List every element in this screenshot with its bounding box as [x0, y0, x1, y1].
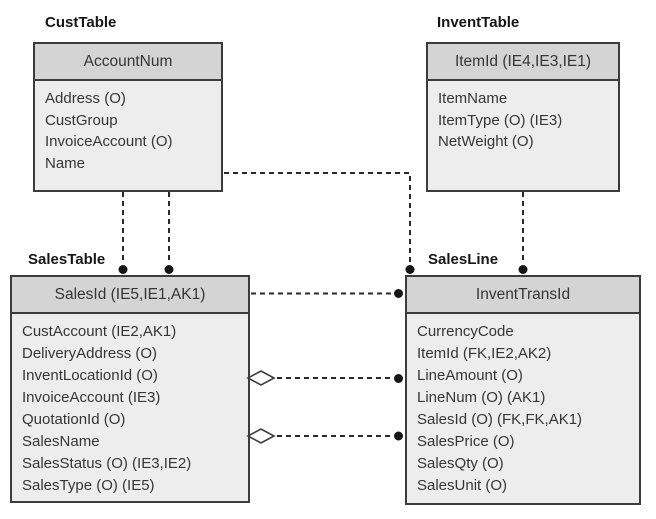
field-row: SalesPrice (O) [417, 433, 515, 450]
relation-salestable-salesline-optional-2 [246, 428, 403, 444]
many-endpoint-dot [518, 265, 528, 274]
field-row: ItemType (O) (IE3) [438, 111, 563, 129]
relation-salestable-salesline-optional-1 [246, 370, 403, 386]
salesline-entity: InventTransId CurrencyCode ItemId (FK,IE… [405, 275, 641, 505]
inventtable-primary-key: ItemId (IE4,IE3,IE1) [428, 44, 618, 81]
optional-diamond [246, 370, 276, 386]
many-endpoint-dot [118, 265, 128, 274]
field-row: Name [45, 154, 86, 172]
field-row: InvoiceAccount (IE3) [22, 389, 161, 406]
field-row: CurrencyCode [417, 323, 514, 340]
field-row: ItemId (FK,IE2,AK2) [417, 345, 552, 362]
relation-custtable-salestable-1 [118, 192, 128, 274]
field-row: InventLocationId (O) [22, 367, 158, 384]
field-row: LineNum (O) (AK1) [417, 389, 546, 406]
field-row: InvoiceAccount (O) [45, 133, 173, 150]
field-row: DeliveryAddress (O) [22, 345, 158, 362]
salestable-primary-key: SalesId (IE5,IE1,AK1) [12, 277, 248, 314]
field-row: SalesUnit (O) [417, 477, 508, 494]
field-row: SalesQty (O) [417, 455, 504, 472]
custtable-fields: Address (O) CustGroup InvoiceAccount (O)… [35, 81, 221, 174]
salestable-fields: CustAccount (IE2,AK1) DeliveryAddress (O… [12, 314, 248, 497]
field-row: SalesStatus (O) (IE3,IE2) [22, 455, 192, 472]
inventtable-fields: ItemName ItemType (O) (IE3) NetWeight (O… [428, 81, 618, 153]
dashed-line [224, 172, 411, 262]
field-row: SalesType (O) (IE5) [22, 477, 155, 494]
salesline-primary-key: InventTransId [407, 277, 639, 314]
many-endpoint-dot [394, 431, 403, 441]
relation-custtable-salesline [224, 172, 415, 274]
field-row: CustAccount (IE2,AK1) [22, 323, 177, 340]
many-endpoint-dot [405, 265, 415, 274]
field-row: Address (O) [45, 90, 126, 107]
field-row: NetWeight (O) [438, 133, 534, 150]
many-endpoint-dot [394, 289, 403, 298]
field-row: SalesName [22, 433, 100, 450]
relation-inventtable-salesline [518, 192, 528, 274]
salestable-entity: SalesId (IE5,IE1,AK1) CustAccount (IE2,A… [10, 275, 250, 503]
field-row: QuotationId (O) [22, 411, 126, 428]
custtable-primary-key: AccountNum [35, 44, 221, 81]
field-row: SalesId (O) (FK,FK,AK1) [417, 411, 583, 428]
salesline-title: SalesLine [428, 251, 499, 268]
optional-diamond [246, 428, 276, 444]
custtable-entity: AccountNum Address (O) CustGroup Invoice… [33, 42, 223, 192]
many-endpoint-dot [394, 374, 403, 383]
inventtable-entity: ItemId (IE4,IE3,IE1) ItemName ItemType (… [426, 42, 620, 192]
field-row: ItemName [438, 90, 508, 107]
field-row: LineAmount (O) [417, 367, 523, 384]
many-endpoint-dot [164, 265, 174, 274]
salesline-fields: CurrencyCode ItemId (FK,IE2,AK2) LineAmo… [407, 314, 639, 497]
inventtable-title: InventTable [437, 14, 520, 31]
salestable-title: SalesTable [28, 251, 106, 268]
custtable-title: CustTable [45, 14, 117, 31]
field-row: CustGroup [45, 111, 118, 129]
relation-custtable-salestable-2 [164, 192, 174, 274]
relation-salestable-salesline-key [251, 289, 403, 298]
